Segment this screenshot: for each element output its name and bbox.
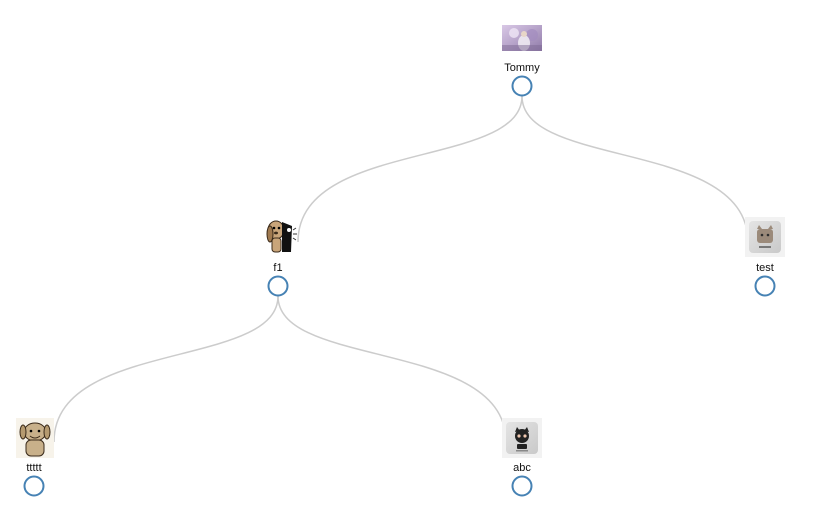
octocat-pillow-avatar-2-icon (502, 418, 542, 458)
node-toggle-test[interactable] (754, 275, 776, 297)
node-toggle-f1[interactable] (267, 275, 289, 297)
photo-avatar-icon (502, 25, 542, 51)
node-toggle-abc[interactable] (511, 475, 533, 497)
node-label-abc: abc (513, 462, 531, 474)
link-f1-abc (277, 295, 507, 443)
octocat-pillow-avatar-icon (745, 217, 785, 257)
avatars-group (16, 25, 785, 458)
node-toggle-tommy[interactable] (511, 75, 533, 97)
node-label-f1: f1 (273, 262, 282, 274)
node-label-tommy: Tommy (504, 62, 540, 74)
dog-cartoon-avatar-2-icon (16, 418, 54, 458)
link-tommy-f1 (297, 95, 523, 243)
links-group (53, 95, 749, 443)
node-label-test: test (756, 262, 774, 274)
link-tommy-test (521, 95, 749, 243)
dog-cartoon-avatar-icon (266, 220, 297, 253)
node-label-ttttt: ttttt (26, 462, 41, 474)
labels-group: Tommy f1 test ttttt abc (26, 62, 774, 474)
link-f1-ttttt (53, 295, 279, 443)
node-toggle-ttttt[interactable] (23, 475, 45, 497)
nodes-group (23, 75, 776, 497)
